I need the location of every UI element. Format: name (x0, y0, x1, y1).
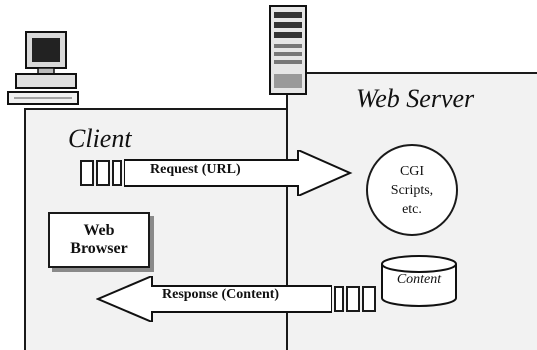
response-packet (346, 286, 360, 312)
cgi-label-line1: CGI (400, 162, 424, 181)
request-label: Request (URL) (150, 162, 241, 178)
response-label: Response (Content) (162, 287, 279, 303)
client-title: Client (68, 124, 132, 154)
response-packet (362, 286, 376, 312)
cgi-label-line2: Scripts, (391, 181, 433, 200)
browser-label-line2: Browser (70, 240, 127, 258)
server-tower-icon (266, 4, 312, 105)
computer-icon (6, 30, 86, 115)
cgi-scripts-circle: CGI Scripts, etc. (366, 144, 458, 236)
cgi-label-line3: etc. (402, 200, 422, 219)
response-packet (334, 286, 344, 312)
content-label: Content (380, 272, 458, 288)
request-packet (96, 160, 110, 186)
request-packet (80, 160, 94, 186)
server-title: Web Server (356, 84, 474, 114)
request-packet (112, 160, 122, 186)
web-browser-box: Web Browser (48, 212, 150, 268)
browser-label-line1: Web (83, 222, 114, 240)
